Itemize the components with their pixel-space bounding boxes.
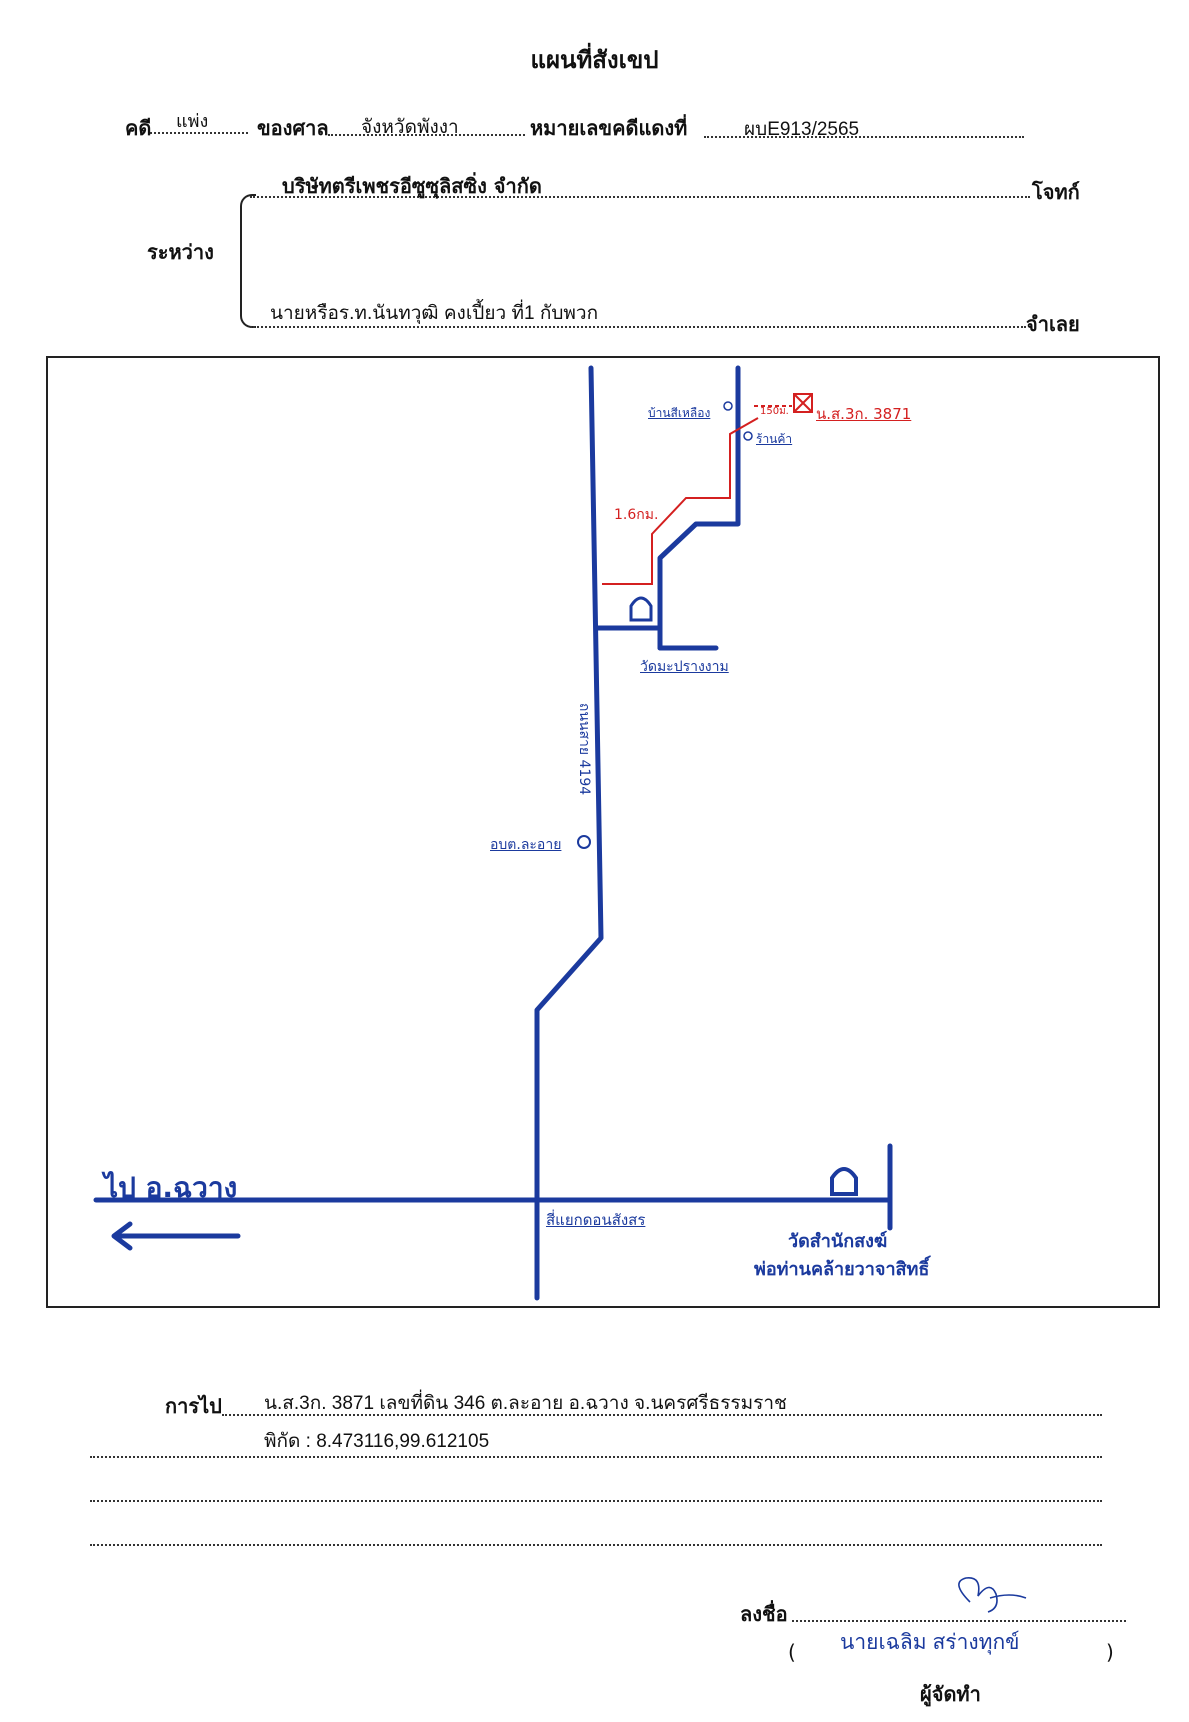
- page-title: แผนที่สังเขป: [530, 46, 659, 74]
- direction-arrow-head: [111, 1221, 133, 1251]
- label-junction: สี่แยกดอนสังสร: [546, 1211, 646, 1229]
- label-house-yellow: บ้านสีเหลือง: [648, 406, 711, 420]
- label-temple-1: วัดมะปรางงาม: [640, 659, 729, 675]
- defendant-name: นายหรือร.ท.นันทวุฒิ คงเปี้ยว ที่1 กับพวก: [270, 303, 599, 324]
- route-line: [602, 417, 759, 585]
- label-plot: น.ส.3ก. 3871: [816, 405, 912, 423]
- parties-brace: [240, 194, 256, 328]
- blank-line-2: [90, 1500, 1102, 1502]
- role-label: ผู้จัดทำ: [920, 1682, 981, 1706]
- blank-line-1: [90, 1456, 1102, 1458]
- between-label: ระหว่าง: [147, 240, 214, 264]
- shop-circle: [743, 431, 753, 441]
- case-label: คดี: [125, 116, 152, 140]
- temple-symbol-2: [830, 1167, 858, 1196]
- red-no-line: [704, 136, 1024, 138]
- label-150m: 150ม.: [760, 406, 789, 417]
- signature-image: [958, 1577, 1027, 1613]
- office-circle: [577, 835, 591, 849]
- plot-marker: [793, 393, 813, 413]
- court-line: [328, 134, 525, 136]
- case-type-line: [150, 132, 248, 134]
- go-line: [222, 1414, 1102, 1416]
- plaintiff-label: โจทก์: [1032, 180, 1080, 204]
- house-circle: [723, 401, 733, 411]
- label-to-chawang: ไป อ.ฉวาง: [104, 1171, 238, 1204]
- label-temple-2-line1: วัดสำนักสงฆ์: [788, 1231, 888, 1252]
- defendant-line: [250, 326, 1026, 328]
- plaintiff-line: [250, 196, 1030, 198]
- case-type: แพ่ง: [176, 111, 209, 131]
- label-temple-2-line2: พ่อท่านคล้ายวาจาสิทธิ์: [754, 1259, 930, 1280]
- coordinate-text: พิกัด : 8.473116,99.612105: [264, 1431, 490, 1452]
- label-shop: ร้านค้า: [756, 432, 793, 446]
- temple-symbol-1: [629, 596, 653, 622]
- sign-line: [792, 1620, 1126, 1622]
- main-road: [534, 365, 604, 1301]
- label-office: อบต.ละอาย: [490, 837, 562, 853]
- sign-label: ลงชื่อ: [740, 1602, 788, 1626]
- paren-close: ): [1106, 1640, 1114, 1664]
- go-text: น.ส.3ก. 3871 เลขที่ดิน 346 ต.ละอาย อ.ฉวา…: [264, 1393, 787, 1414]
- plaintiff-name: บริษัทตรีเพชรอีซูซุลิสซิ่ง จำกัด: [282, 174, 542, 198]
- blank-line-3: [90, 1544, 1102, 1546]
- signer-name: นายเฉลิม สร่างทุกข์: [840, 1631, 1020, 1654]
- court-name: จังหวัดพังงา: [361, 117, 459, 138]
- sketch-map: [93, 365, 893, 1301]
- sketch-map-frame: บ้านสีเหลือง 150ม. น.ส.3ก. 3871 ร้านค้า …: [46, 356, 1160, 1308]
- red-no-label: หมายเลขคดีแดงที่: [530, 116, 688, 140]
- court-label: ของศาล: [257, 116, 329, 140]
- label-road: ถนนสาย 4194: [576, 702, 592, 796]
- paren-open: (: [788, 1640, 796, 1664]
- label-1-6km: 1.6กม.: [614, 507, 659, 523]
- go-label: การไป: [165, 1394, 222, 1418]
- red-case-number: ผบE913/2565: [744, 119, 860, 140]
- defendant-label: จำเลย: [1026, 312, 1080, 336]
- side-road: [657, 365, 741, 631]
